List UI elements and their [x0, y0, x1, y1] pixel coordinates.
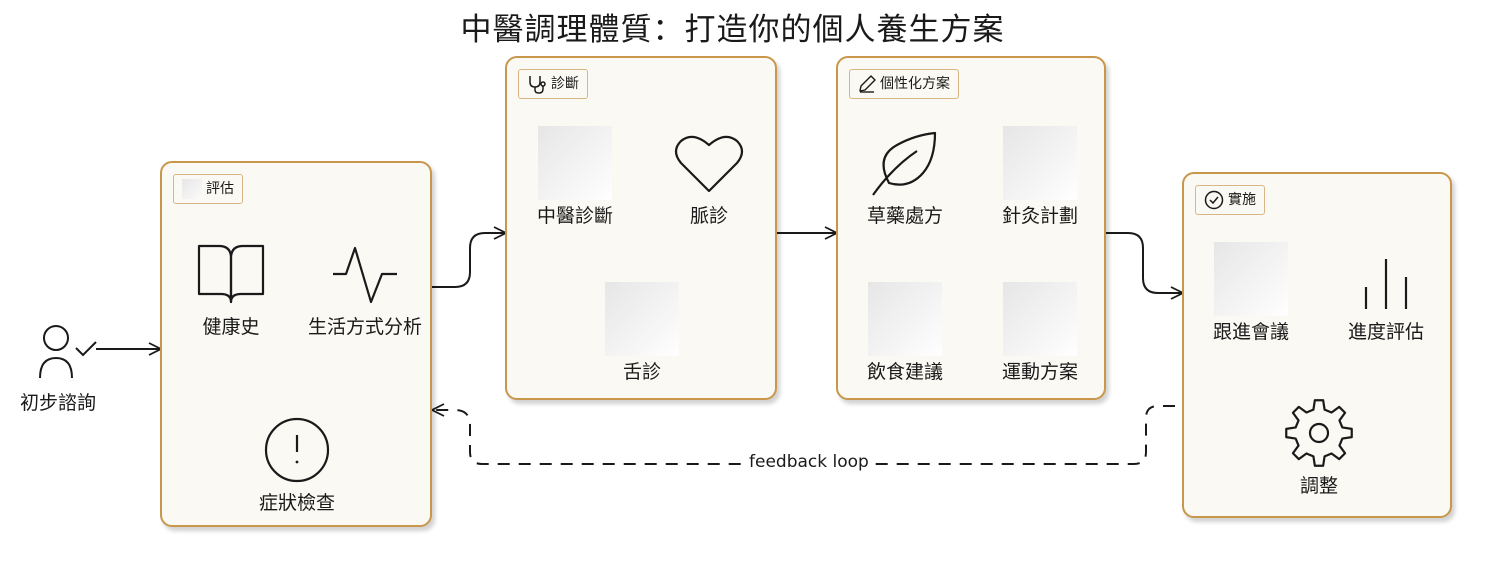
stage-name: 診斷 [551, 76, 579, 92]
item-health-history: 健康史 [171, 237, 291, 338]
pencil-icon [859, 75, 876, 93]
alert-circle-icon [260, 413, 334, 487]
item-symptom-check: 症狀檢查 [237, 413, 357, 514]
feedback-loop-label: feedback loop [745, 452, 873, 472]
start-node: 初步諮詢 [8, 320, 108, 415]
item-tongue-diagnosis: 舌診 [582, 282, 702, 383]
diagram-title: 中醫調理體質：打造你的個人養生方案 [460, 12, 1005, 48]
heart-icon [672, 126, 746, 200]
stethoscope-icon [529, 76, 546, 94]
item-lifestyle-analysis: 生活方式分析 [305, 237, 425, 338]
placeholder-icon [1214, 242, 1288, 316]
item-progress-evaluation: 進度評估 [1326, 242, 1446, 343]
placeholder-icon [182, 179, 202, 199]
item-exercise-plan: 運動方案 [980, 282, 1100, 383]
item-diet-advice: 飲食建議 [845, 282, 965, 383]
item-herbal-prescription: 草藥處方 [845, 126, 965, 227]
stage-diagnosis: 診斷 中醫診斷 脈診 舌診 [505, 56, 777, 400]
stage-personalized-plan: 個性化方案 草藥處方 針灸計劃 飲食建議 運動方案 [836, 56, 1106, 400]
check-circle-icon [1204, 190, 1224, 210]
start-label: 初步諮詢 [19, 392, 96, 414]
placeholder-icon [538, 126, 612, 200]
arrow-assessment-to-diagnosis [432, 233, 505, 288]
placeholder-icon [868, 282, 942, 356]
bar-chart-icon [1349, 242, 1423, 316]
stage-assessment: 評估 健康史 生活方式分析 症狀檢查 [160, 161, 432, 527]
feedback-loop-line [433, 406, 1175, 465]
arrow-plan-to-implementation [1106, 232, 1182, 293]
settings-icon [1282, 396, 1356, 470]
item-adjustment: 調整 [1259, 396, 1379, 497]
placeholder-icon [1003, 126, 1077, 200]
placeholder-icon [1003, 282, 1077, 356]
stage-tag: 評估 [173, 174, 243, 204]
placeholder-icon [605, 282, 679, 356]
stage-tag: 實施 [1195, 185, 1265, 215]
item-tcm-diagnosis: 中醫診斷 [515, 126, 635, 227]
item-follow-up-meeting: 跟進會議 [1191, 242, 1311, 343]
stage-name: 個性化方案 [880, 76, 950, 92]
stage-tag: 個性化方案 [849, 69, 959, 99]
stage-name: 評估 [206, 181, 234, 197]
book-open-icon [194, 237, 268, 311]
stage-tag: 診斷 [518, 69, 588, 99]
item-pulse-diagnosis: 脈診 [649, 126, 769, 227]
item-acupuncture-plan: 針灸計劃 [980, 126, 1100, 227]
user-check-icon [39, 325, 97, 379]
leaf-icon [868, 126, 942, 200]
stage-name: 實施 [1228, 192, 1256, 208]
activity-icon [328, 237, 402, 311]
stage-implementation: 實施 跟進會議 進度評估 調整 [1182, 172, 1452, 518]
